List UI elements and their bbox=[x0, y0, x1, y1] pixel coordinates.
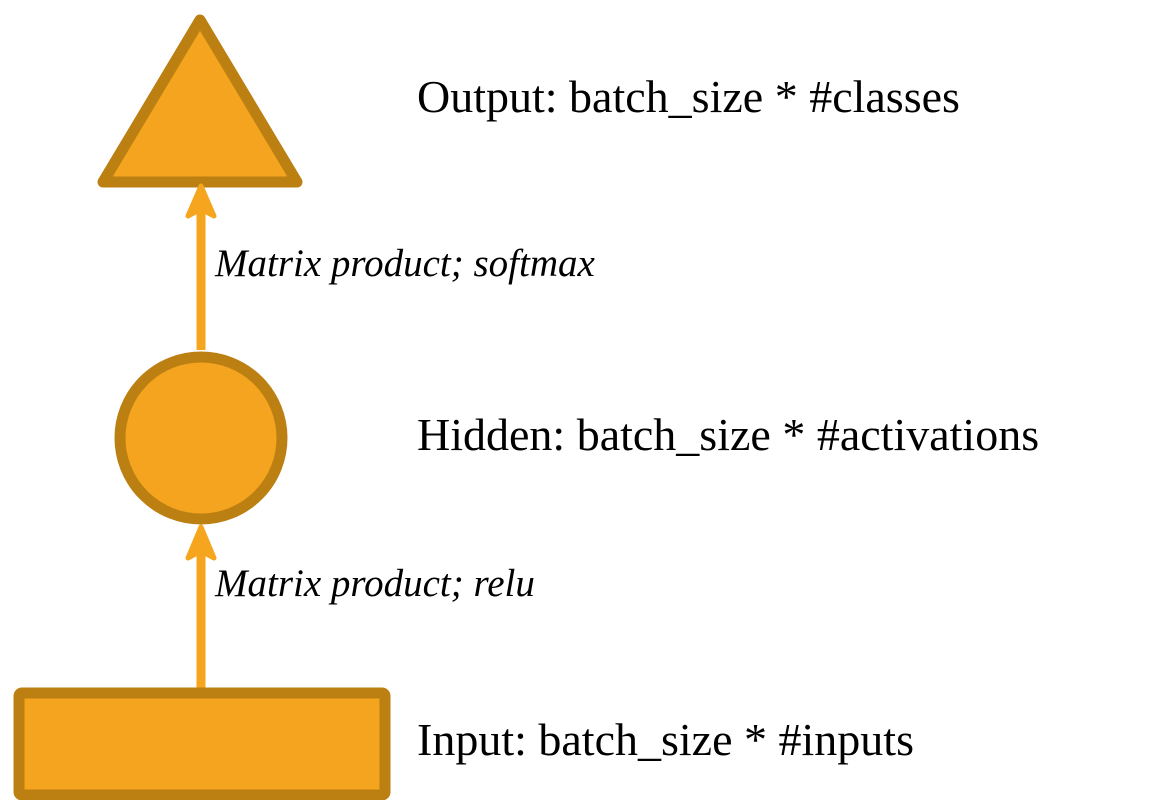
arrow-head bbox=[185, 183, 217, 219]
circle-shape-hidden-node[interactable] bbox=[114, 351, 288, 525]
node-label-output: Output: batch_size * #classes bbox=[417, 71, 960, 122]
node-label-input: Input: batch_size * #inputs bbox=[417, 714, 914, 765]
arrow-hidden-to-output[interactable] bbox=[185, 183, 217, 350]
arrow-input-to-hidden[interactable] bbox=[185, 524, 217, 692]
node-label-hidden: Hidden: batch_size * #activations bbox=[417, 409, 1040, 460]
edge-label-hidden-to-output: Matrix product; softmax bbox=[215, 242, 595, 285]
triangle-shape-output-node[interactable] bbox=[97, 14, 303, 188]
rectangle-shape-input-node[interactable] bbox=[13, 687, 391, 800]
arrow-head bbox=[185, 524, 217, 561]
edge-label-input-to-hidden: Matrix product; relu bbox=[215, 562, 535, 605]
